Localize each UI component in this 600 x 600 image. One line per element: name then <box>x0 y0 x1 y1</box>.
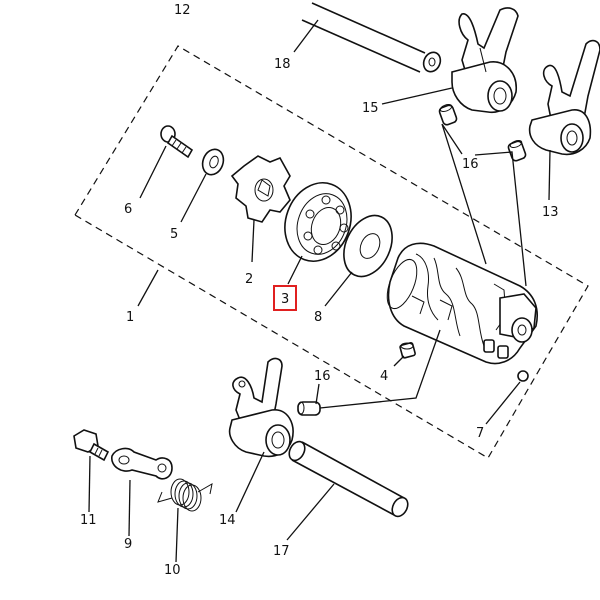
part-10-spring <box>157 478 213 512</box>
label-11: 11 <box>80 513 97 528</box>
label-16-top: 16 <box>462 157 479 172</box>
label-9: 9 <box>124 537 132 552</box>
label-17: 17 <box>273 544 290 559</box>
assembly-boundary <box>74 45 589 459</box>
part-17-shaft <box>288 440 409 518</box>
part-6-screw <box>160 125 194 159</box>
label-2: 2 <box>245 272 253 287</box>
part-1-shift-drum <box>386 242 538 365</box>
part-8-washer <box>343 214 393 278</box>
label-6: 6 <box>124 202 132 217</box>
label-13: 13 <box>542 205 559 220</box>
part-9-stopper-lever <box>111 447 173 480</box>
part-2-segment <box>230 155 291 223</box>
highlight-box <box>273 285 297 311</box>
label-5: 5 <box>170 227 178 242</box>
part-13-shift-fork <box>528 39 600 156</box>
part-16-pin-lower <box>297 401 321 416</box>
part-18-shift-rod <box>301 2 442 73</box>
label-18: 18 <box>274 57 291 72</box>
part-5-washer <box>201 148 225 176</box>
label-16-lower: 16 <box>314 369 331 384</box>
part-14-shift-arm <box>228 357 294 458</box>
part-7-pin <box>517 370 529 382</box>
leader-lines <box>88 19 551 563</box>
label-12: 12 <box>174 3 191 18</box>
part-15-shift-fork <box>451 7 519 114</box>
label-15: 15 <box>362 101 379 116</box>
label-10: 10 <box>164 563 181 578</box>
label-4: 4 <box>380 369 388 384</box>
part-labels: 12 18 15 16 13 6 5 2 3 8 1 4 16 7 11 9 1… <box>80 3 559 578</box>
label-1: 1 <box>126 310 134 325</box>
label-7: 7 <box>476 426 484 441</box>
label-14: 14 <box>219 513 236 528</box>
label-3: 3 <box>281 292 289 307</box>
part-3-bearing <box>284 182 352 262</box>
label-8: 8 <box>314 310 322 325</box>
part-11-bolt <box>73 429 110 462</box>
part-4-pin <box>399 342 416 359</box>
